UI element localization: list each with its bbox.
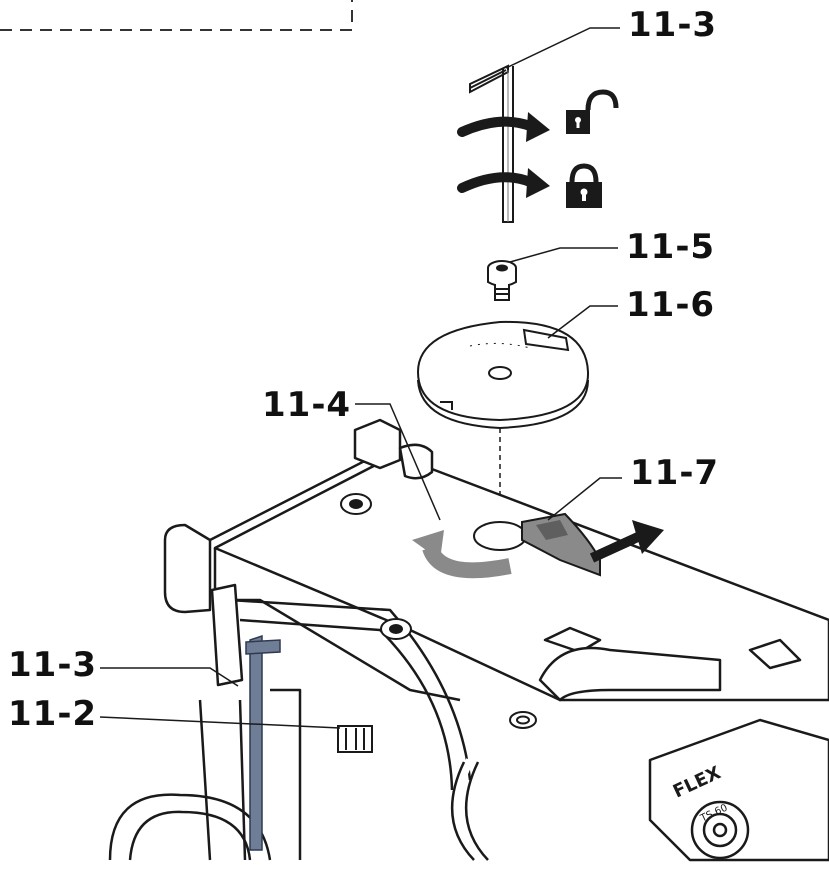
saw-base-body xyxy=(108,418,829,863)
screw-icon xyxy=(487,260,517,301)
rotate-arrow-icon xyxy=(457,112,550,198)
leader-11-3-left xyxy=(100,667,239,687)
callout-11-4: 11-4 xyxy=(262,385,352,425)
leader-11-2 xyxy=(99,716,341,729)
callout-11-5: 11-5 xyxy=(626,227,716,267)
callout-11-6: 11-6 xyxy=(626,285,716,325)
screw-hole-icons xyxy=(340,493,537,729)
callout-11-3-left: 11-3 xyxy=(8,645,98,685)
callout-11-3-top: 11-3 xyxy=(628,5,718,45)
callout-11-2: 11-2 xyxy=(8,694,98,734)
spindle-hole xyxy=(473,521,527,551)
leader-11-3-top xyxy=(505,27,620,69)
leader-11-6 xyxy=(547,305,618,339)
hex-key-icon xyxy=(245,634,281,851)
callout-11-7: 11-7 xyxy=(630,453,720,493)
leader-11-4 xyxy=(355,403,441,521)
leader-11-5 xyxy=(509,247,618,263)
dashed-frame xyxy=(0,0,353,31)
unlock-icon xyxy=(566,89,619,134)
washer-disc-icon xyxy=(416,320,590,430)
lever-part xyxy=(521,512,601,577)
direction-arrow-icon xyxy=(589,520,664,563)
leader-11-7 xyxy=(547,477,622,521)
hex-key-icon xyxy=(469,64,514,223)
clamp-part xyxy=(337,725,373,753)
rotate-arrow-icon xyxy=(412,530,512,579)
lock-icon xyxy=(566,163,602,208)
